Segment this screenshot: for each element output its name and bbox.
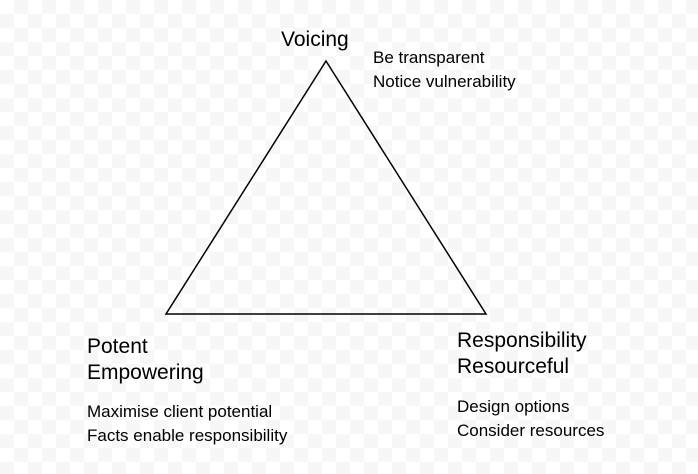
left-vertex-title: Potent Empowering [87,334,204,387]
right-vertex-notes: Design options Consider resources [457,395,604,443]
left-title-line-2: Empowering [87,361,204,385]
right-note-2: Consider resources [457,420,605,440]
right-vertex-title: Responsibility Resourceful [457,328,587,381]
left-note-1: Maximise client potential [87,402,273,421]
top-note-1: Be transparent [373,48,485,67]
top-vertex-notes: Be transparent Notice vulnerability [373,46,516,94]
right-note-1: Design options [457,397,570,416]
left-note-2: Facts enable responsibility [87,425,288,445]
right-title-line-2: Resourceful [457,355,570,379]
triangle-shape [164,59,488,315]
top-note-2: Notice vulnerability [373,71,516,91]
left-vertex-notes: Maximise client potential Facts enable r… [87,400,287,448]
right-title-line-1: Responsibility [457,329,587,352]
top-vertex-title: Voicing [281,27,349,53]
top-title-text: Voicing [281,28,349,51]
left-title-line-1: Potent [87,335,148,358]
